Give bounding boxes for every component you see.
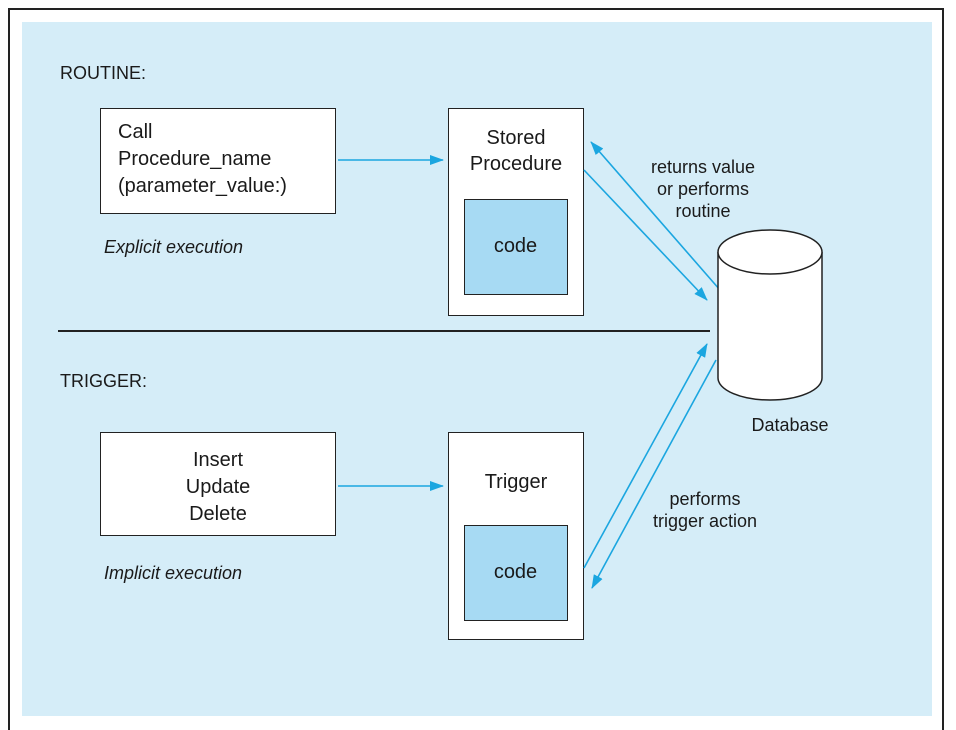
database-label: Database bbox=[751, 415, 829, 435]
call-line2: Procedure_name bbox=[118, 148, 272, 170]
routine-section-label: ROUTINE: bbox=[60, 63, 147, 83]
figure-frame bbox=[8, 8, 944, 730]
trigger-action-line1: performs bbox=[669, 489, 741, 509]
returns-line2: or performs bbox=[656, 179, 750, 199]
trigger-action-label: performs trigger action bbox=[630, 488, 780, 532]
event-box: Insert Update Delete bbox=[100, 432, 336, 536]
trigger-box: Trigger code bbox=[448, 432, 584, 640]
trigger-code-block: code bbox=[464, 525, 568, 621]
stored-procedure-box: Stored Procedure code bbox=[448, 108, 584, 316]
event-delete: Delete bbox=[189, 503, 247, 525]
database-cylinder-icon bbox=[717, 229, 823, 401]
call-line1: Call bbox=[118, 121, 153, 143]
stored-line1: Stored bbox=[486, 127, 546, 149]
implicit-execution-note: Implicit execution bbox=[104, 563, 243, 583]
stored-code-label: code bbox=[493, 235, 538, 257]
call-line3: (parameter_value:) bbox=[118, 175, 287, 197]
trigger-title: Trigger bbox=[484, 471, 548, 493]
section-divider bbox=[58, 330, 710, 332]
returns-line3: routine bbox=[675, 201, 731, 221]
stored-line2: Procedure bbox=[469, 153, 563, 175]
event-insert: Insert bbox=[192, 449, 244, 471]
event-update: Update bbox=[185, 476, 251, 498]
procedure-to-database-arrow bbox=[583, 169, 708, 301]
trigger-code-label: code bbox=[493, 561, 538, 583]
trigger-section-label: TRIGGER: bbox=[60, 371, 148, 391]
returns-line1: returns value bbox=[650, 157, 756, 177]
database-to-procedure-arrow bbox=[590, 141, 721, 291]
call-procedure-box: Call Procedure_name (parameter_value:) bbox=[100, 108, 336, 214]
trigger-action-line2: trigger action bbox=[652, 511, 758, 531]
trigger-to-database-arrow bbox=[583, 343, 708, 569]
explicit-execution-note: Explicit execution bbox=[104, 237, 244, 257]
database-to-trigger-arrow bbox=[591, 359, 717, 589]
returns-value-label: returns value or performs routine bbox=[628, 156, 778, 222]
stored-code-block: code bbox=[464, 199, 568, 295]
